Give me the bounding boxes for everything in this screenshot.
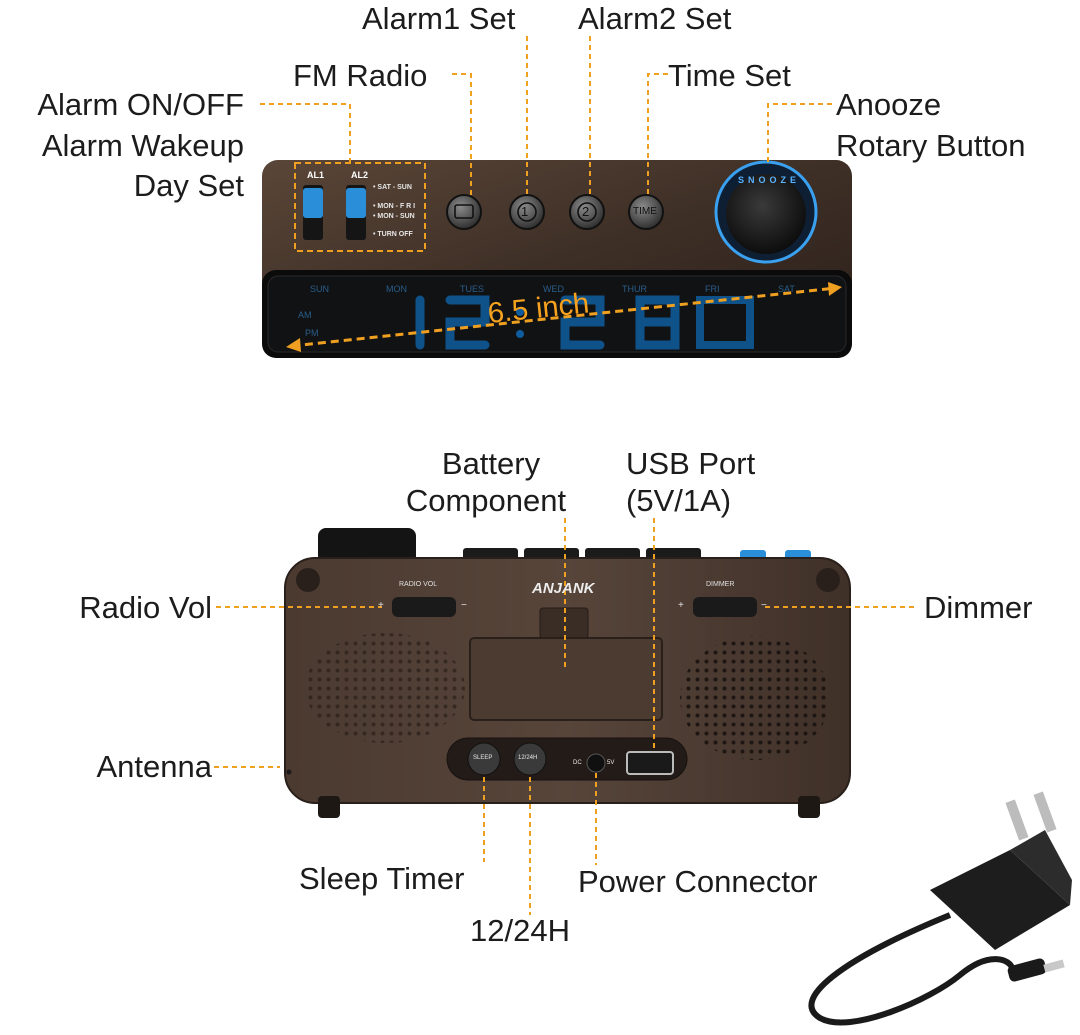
- label-dimmer: Dimmer: [924, 590, 1033, 625]
- day-tues: TUES: [460, 284, 485, 294]
- alarm1-button-label: 1: [521, 204, 529, 219]
- option-mon-sun: • MON - SUN: [373, 213, 415, 220]
- alarm2-icon: [577, 202, 597, 222]
- al2-switch[interactable]: [346, 188, 366, 218]
- bottom-foot-right: [798, 796, 820, 818]
- back-view-clock: [284, 528, 851, 818]
- day-mon: MON: [386, 284, 407, 294]
- day-sun: SUN: [310, 284, 330, 294]
- corner-foot-tr: [816, 568, 840, 592]
- switch-panel-outline: [294, 162, 426, 252]
- day-fri: FRI: [705, 284, 720, 294]
- leader-lines: [214, 36, 914, 915]
- option-sat-sun: • SAT - SUN: [373, 184, 412, 191]
- label-usb-line2: (5V/1A): [626, 483, 732, 518]
- al1-switch[interactable]: [303, 188, 323, 218]
- dimmer-minus: −: [761, 600, 767, 611]
- power-adapter: [808, 791, 1072, 1026]
- sleep-button[interactable]: [467, 742, 501, 776]
- fm-radio-button[interactable]: [446, 194, 482, 230]
- corner-foot-tl: [296, 568, 320, 592]
- radio-vol-minus: −: [461, 600, 467, 611]
- hour-button-label: 12/24H: [518, 755, 538, 761]
- time-set-button[interactable]: [628, 194, 664, 230]
- label-usb-line1: USB Port: [626, 446, 756, 481]
- adapter-plug-tip: [1043, 959, 1065, 973]
- speaker-grille-left: [305, 633, 465, 743]
- alarm2-button-label: 2: [582, 204, 590, 219]
- alarm2-button[interactable]: [569, 194, 605, 230]
- brand-logo: ANJANK: [532, 580, 595, 597]
- am-indicator: AM: [298, 310, 312, 320]
- time-button-label: TIME: [633, 206, 657, 217]
- label-alarm1-set: Alarm1 Set: [362, 1, 516, 36]
- radio-vol-slider[interactable]: [392, 597, 456, 617]
- option-turn-off: • TURN OFF: [373, 231, 413, 238]
- label-alarm-wakeup: Alarm Wakeup: [41, 128, 244, 163]
- label-alarm-on-off: Alarm ON/OFF: [37, 87, 244, 122]
- label-sleep-timer: Sleep Timer: [299, 861, 465, 896]
- volt-label: 5V: [607, 760, 615, 766]
- label-hour-mode: 12/24H: [470, 913, 570, 948]
- radio-icon: [454, 204, 474, 219]
- colon-dot-top: [516, 308, 524, 316]
- leader-time-set: [647, 73, 668, 196]
- radio-vol-text: RADIO VOL: [399, 581, 438, 588]
- label-battery-line1: Battery: [441, 446, 541, 481]
- bottom-foot-left: [318, 796, 340, 818]
- dimmer-plus: +: [678, 600, 684, 611]
- label-day-set: Day Set: [133, 168, 244, 203]
- hour-mode-button[interactable]: [513, 742, 547, 776]
- day-thur: THUR: [622, 284, 647, 294]
- leader-alarm-switch: [260, 103, 351, 163]
- label-snooze-line2: Rotary Button: [836, 128, 1026, 163]
- adapter-plug: [1007, 958, 1047, 982]
- size-measure-line: [291, 286, 837, 348]
- label-fm-radio: FM Radio: [293, 58, 428, 93]
- size-arrow-right: [828, 282, 842, 296]
- sleep-button-label: SLEEP: [473, 755, 493, 761]
- label-alarm2-set: Alarm2 Set: [578, 1, 732, 36]
- adapter-side: [1010, 830, 1072, 905]
- dimmer-slider[interactable]: [693, 597, 757, 617]
- day-sat: SAT: [778, 284, 795, 294]
- radio-vol-plus: +: [378, 600, 384, 611]
- day-wed: WED: [543, 284, 564, 294]
- size-arrow-left: [286, 338, 301, 352]
- label-battery-line2: Component: [405, 483, 567, 518]
- adapter-cable: [808, 912, 1015, 1026]
- snooze-ring-text: SNOOZE: [738, 175, 801, 185]
- snooze-rotary-knob[interactable]: [726, 174, 806, 254]
- usb-port[interactable]: [626, 751, 674, 775]
- label-power-connector: Power Connector: [578, 864, 818, 899]
- pm-indicator: PM: [305, 328, 319, 338]
- leader-snooze: [767, 103, 832, 162]
- colon-dot-bottom: [516, 330, 524, 338]
- dc-label: DC: [573, 760, 582, 766]
- label-time-set: Time Set: [668, 58, 791, 93]
- dc-jack[interactable]: [586, 753, 606, 773]
- label-antenna: Antenna: [96, 749, 213, 784]
- label-radio-vol: Radio Vol: [79, 590, 212, 625]
- alarm1-icon: [517, 202, 537, 222]
- adapter-body: [930, 850, 1070, 950]
- dimmer-text: DIMMER: [706, 581, 735, 588]
- adapter-prong-2: [1033, 791, 1057, 833]
- option-mon-fri: • MON - F R I: [373, 203, 416, 210]
- label-snooze-line1: Anooze: [836, 87, 942, 122]
- speaker-grille-right: [680, 636, 830, 760]
- adapter-prong-1: [1005, 799, 1029, 841]
- back-knob-top: [318, 528, 416, 564]
- front-view-clock: [262, 160, 852, 358]
- battery-compartment[interactable]: [469, 637, 663, 721]
- al2-label: AL2: [351, 170, 369, 180]
- alarm1-button[interactable]: [509, 194, 545, 230]
- leader-fm-radio: [452, 73, 472, 196]
- al1-label: AL1: [307, 170, 325, 180]
- antenna-hole: [286, 769, 292, 775]
